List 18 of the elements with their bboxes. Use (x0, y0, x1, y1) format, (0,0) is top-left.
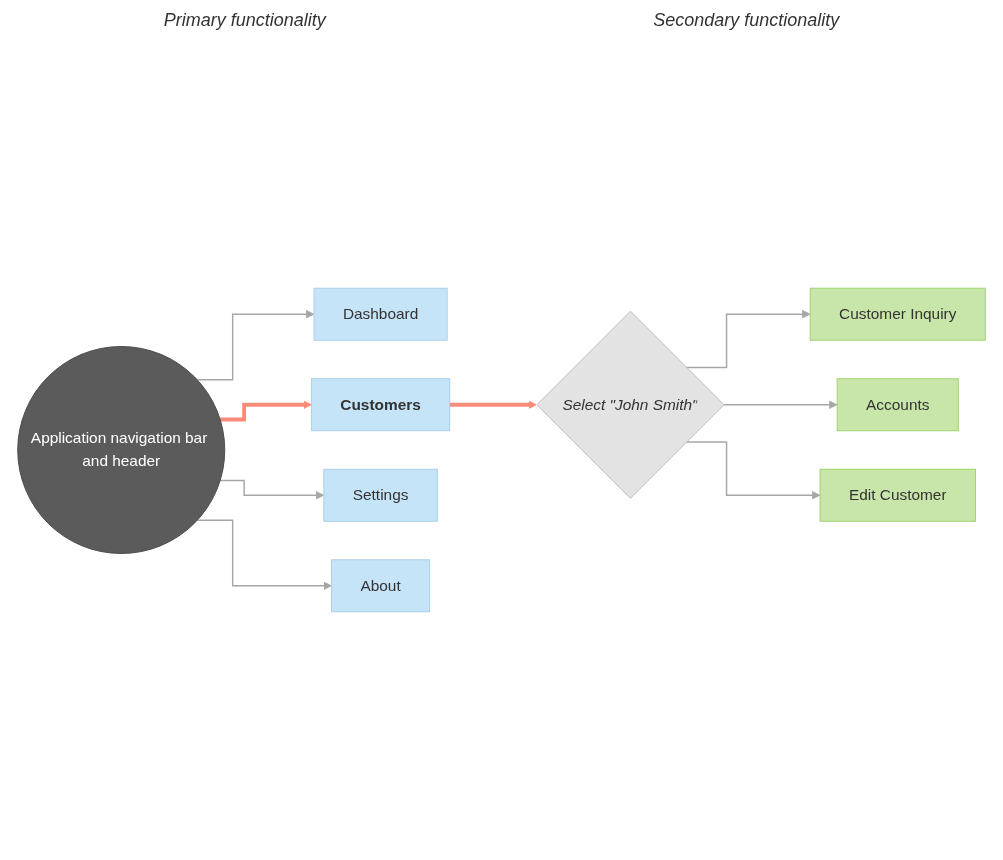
arrow (219, 479, 325, 500)
arrow (722, 400, 838, 409)
node-box: Customer Inquiry (809, 287, 986, 341)
arrow (196, 519, 332, 591)
arrow (220, 400, 312, 422)
arrow (449, 400, 537, 409)
node-diamond: Select "John Smith" (536, 310, 725, 499)
node-box: Customers (310, 378, 451, 432)
node-box: Accounts (836, 378, 959, 432)
node-box: Settings (323, 468, 438, 522)
annotation-text: Secondary functionality (653, 10, 840, 31)
annotation-text: Primary functionality (163, 10, 326, 31)
node-circle: Application navigation bar and header (17, 346, 226, 554)
arrow (685, 309, 811, 369)
node-box: About (331, 559, 431, 613)
arrow (196, 309, 315, 381)
node-box: Edit Customer (819, 468, 976, 522)
node-box: Dashboard (313, 287, 448, 341)
